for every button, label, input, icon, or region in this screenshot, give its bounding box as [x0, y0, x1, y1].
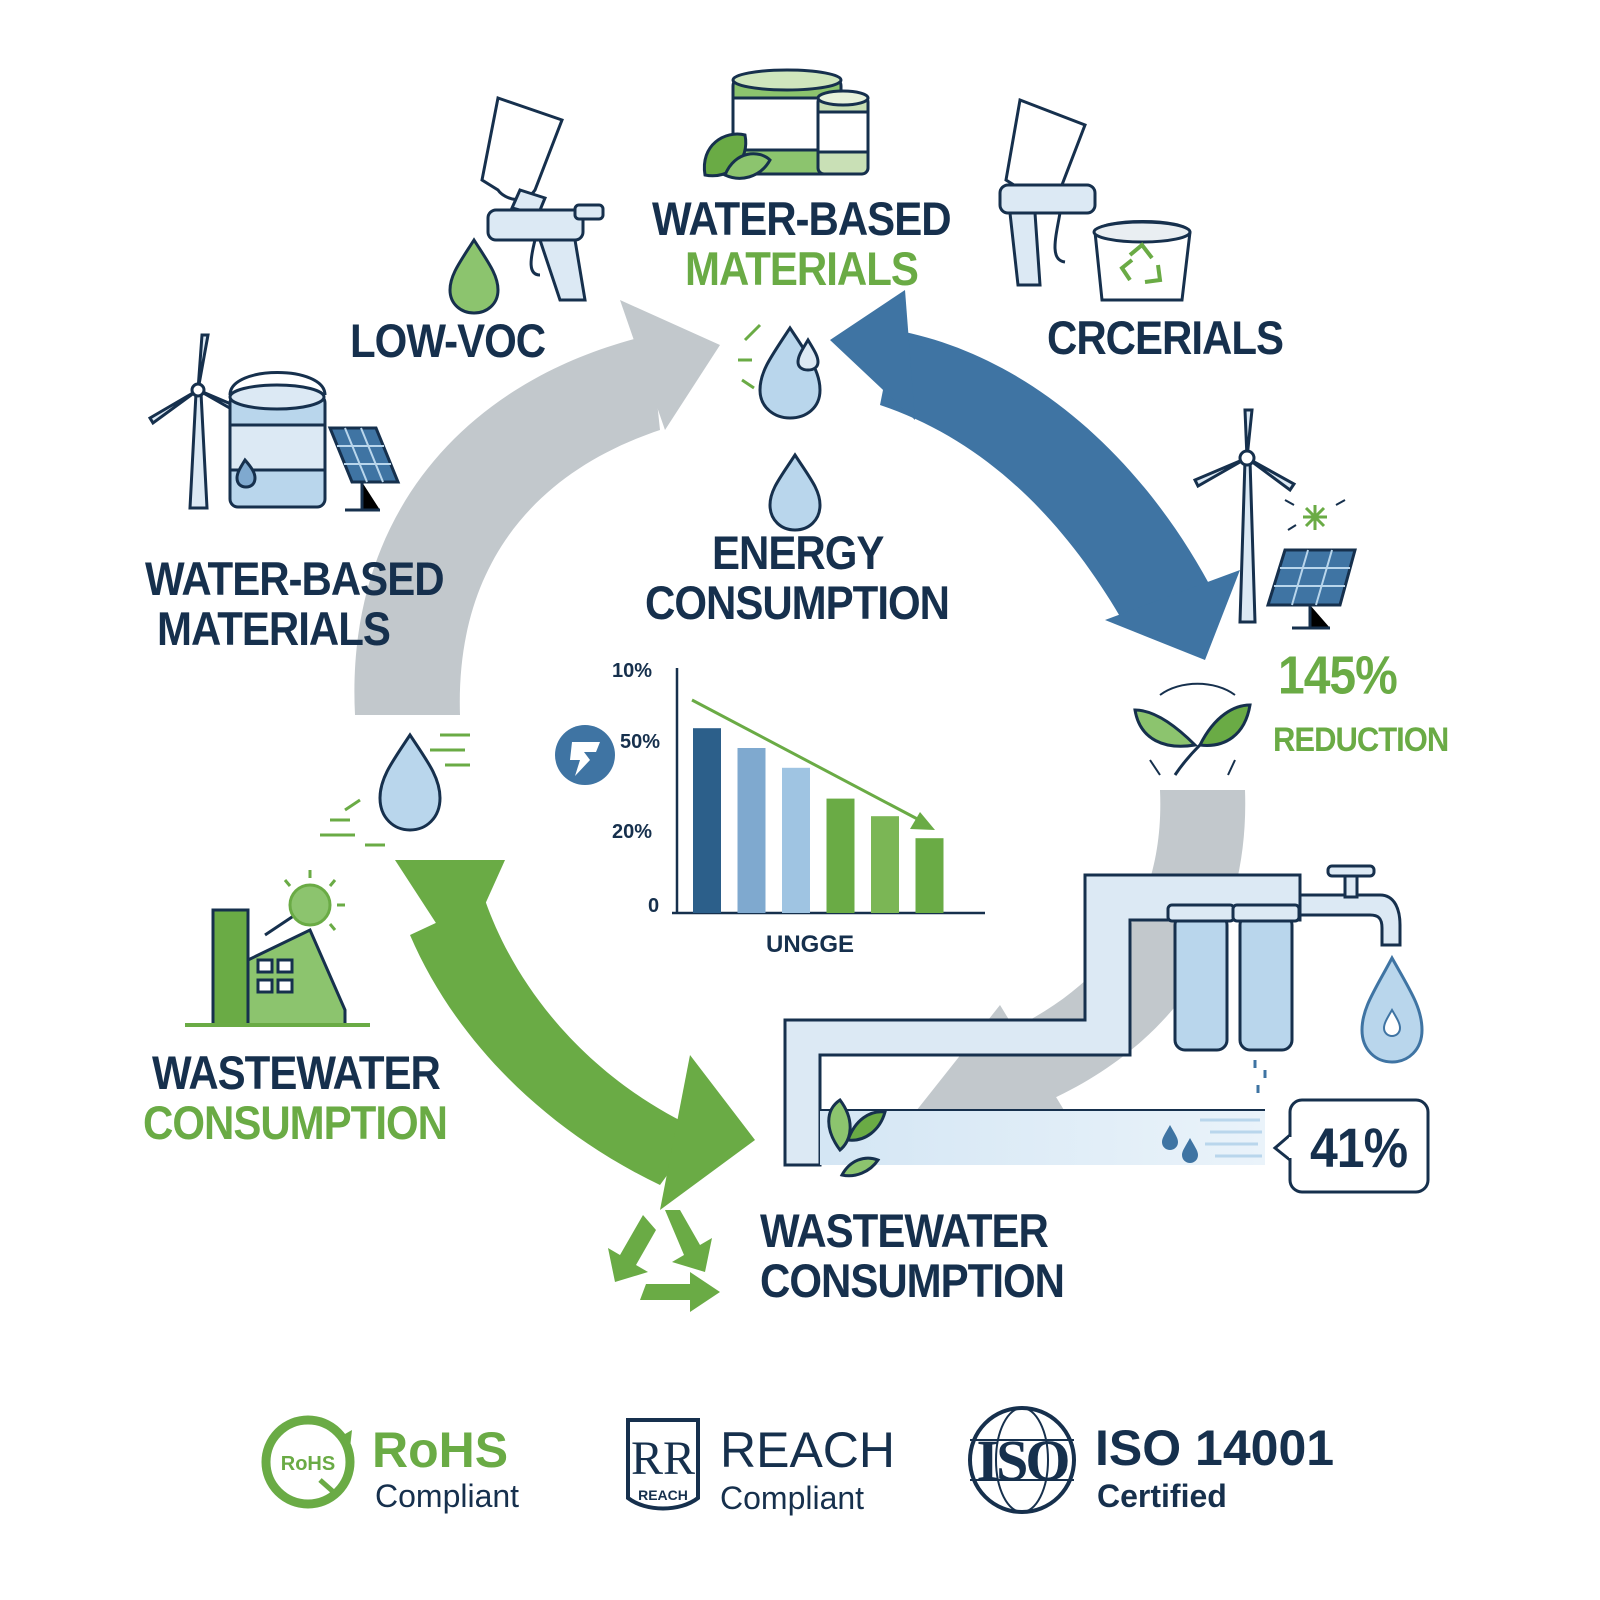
- paint-can-icon: [731, 68, 870, 176]
- recycle-bin-icon: [1092, 220, 1192, 302]
- sun-icon: [283, 870, 345, 931]
- left-title-line2: MATERIALS: [157, 602, 391, 656]
- energy-title-line2: CONSUMPTION: [645, 576, 950, 630]
- sparkle-icon: [1284, 499, 1346, 531]
- energy-badge-icon: [555, 725, 615, 785]
- reduction-percent: 145%: [1278, 646, 1398, 706]
- reach-title: REACH: [720, 1422, 896, 1478]
- recycle-icon: [608, 1210, 720, 1312]
- reach-logo: RR REACH: [626, 1418, 700, 1511]
- chart-bar-0: [693, 728, 721, 913]
- water-drop-icon: [448, 237, 500, 315]
- chart-bar-2: [782, 767, 810, 913]
- chart-bar-1: [737, 748, 766, 913]
- trend-arrow: [691, 698, 926, 825]
- rohs-logo: RoHS: [261, 1415, 355, 1509]
- reduction-word: REDUCTION: [1273, 719, 1449, 759]
- left-title-line1: WATER-BASED: [145, 552, 445, 606]
- wind-turbine-icon: [1192, 408, 1297, 624]
- pipe-system: [783, 873, 1302, 1167]
- reach-subtitle: Compliant: [720, 1480, 865, 1516]
- wastewater-left-line1: WASTEWATER: [152, 1046, 441, 1100]
- top-title-line2: MATERIALS: [685, 242, 919, 296]
- factory-icon: [185, 903, 370, 1027]
- chart-bar-3: [826, 798, 855, 913]
- chart-ytick-2: 20%: [612, 821, 652, 843]
- leaf-icon: [702, 132, 772, 180]
- svg-text:RoHS: RoHS: [281, 1453, 335, 1475]
- paint-can-icon: [228, 371, 327, 509]
- water-drop-icon: [1162, 1125, 1198, 1163]
- chart-bar-5: [915, 838, 944, 913]
- water-drop-icon: [738, 323, 822, 420]
- water-drop-icon: [1360, 954, 1424, 1064]
- water-drop-icon: [320, 732, 470, 847]
- iso-subtitle: Certified: [1097, 1478, 1227, 1514]
- chart-xlabel: UNGGE: [766, 931, 854, 958]
- svg-text:RR: RR: [631, 1432, 695, 1485]
- rohs-subtitle: Compliant: [375, 1478, 520, 1514]
- chart-bar-4: [871, 816, 899, 913]
- top-title-line1: WATER-BASED: [652, 192, 952, 246]
- percent-41-label: 41%: [1310, 1116, 1408, 1180]
- chart-ytick-1: 50%: [620, 731, 660, 753]
- faucet-icon: [1298, 864, 1402, 947]
- crcerials-label: CRCERIALS: [1047, 311, 1284, 365]
- blue-double-arrow: [830, 290, 1240, 660]
- solar-panel-icon: [327, 426, 401, 512]
- iso-logo: ISO: [968, 1406, 1076, 1514]
- rohs-title: RoHS: [372, 1422, 509, 1478]
- energy-title-line1: ENERGY: [712, 526, 884, 580]
- chart-ytick-0: 10%: [612, 660, 652, 682]
- wastewater-bottom-line2: CONSUMPTION: [760, 1254, 1065, 1308]
- leaf-icon: [827, 1097, 887, 1178]
- low-voc-label: LOW-VOC: [350, 314, 546, 368]
- leaf-icon: [1133, 682, 1252, 776]
- gray-arrow-left: [354, 300, 720, 715]
- svg-text:ISO: ISO: [977, 1428, 1069, 1493]
- energy-chart: 10% 50% 20% 0 UNGGE: [612, 660, 985, 958]
- percentage-callout-box: [1272, 1098, 1430, 1194]
- green-double-arrow: [395, 860, 755, 1210]
- filter-cartridge-icon: [1166, 903, 1301, 1093]
- trend-arrow-head: [910, 812, 935, 830]
- chart-ytick-3: 0: [648, 895, 659, 917]
- wastewater-left-line2: CONSUMPTION: [143, 1096, 448, 1150]
- spray-gun-icon: [998, 97, 1097, 287]
- wastewater-bottom-line1: WASTEWATER: [760, 1204, 1049, 1258]
- spray-gun-icon: [480, 96, 605, 302]
- water-drop-icon: [768, 452, 822, 532]
- solar-panel-icon: [1265, 548, 1357, 630]
- iso-title: ISO 14001: [1095, 1420, 1335, 1476]
- svg-text:REACH: REACH: [638, 1487, 688, 1503]
